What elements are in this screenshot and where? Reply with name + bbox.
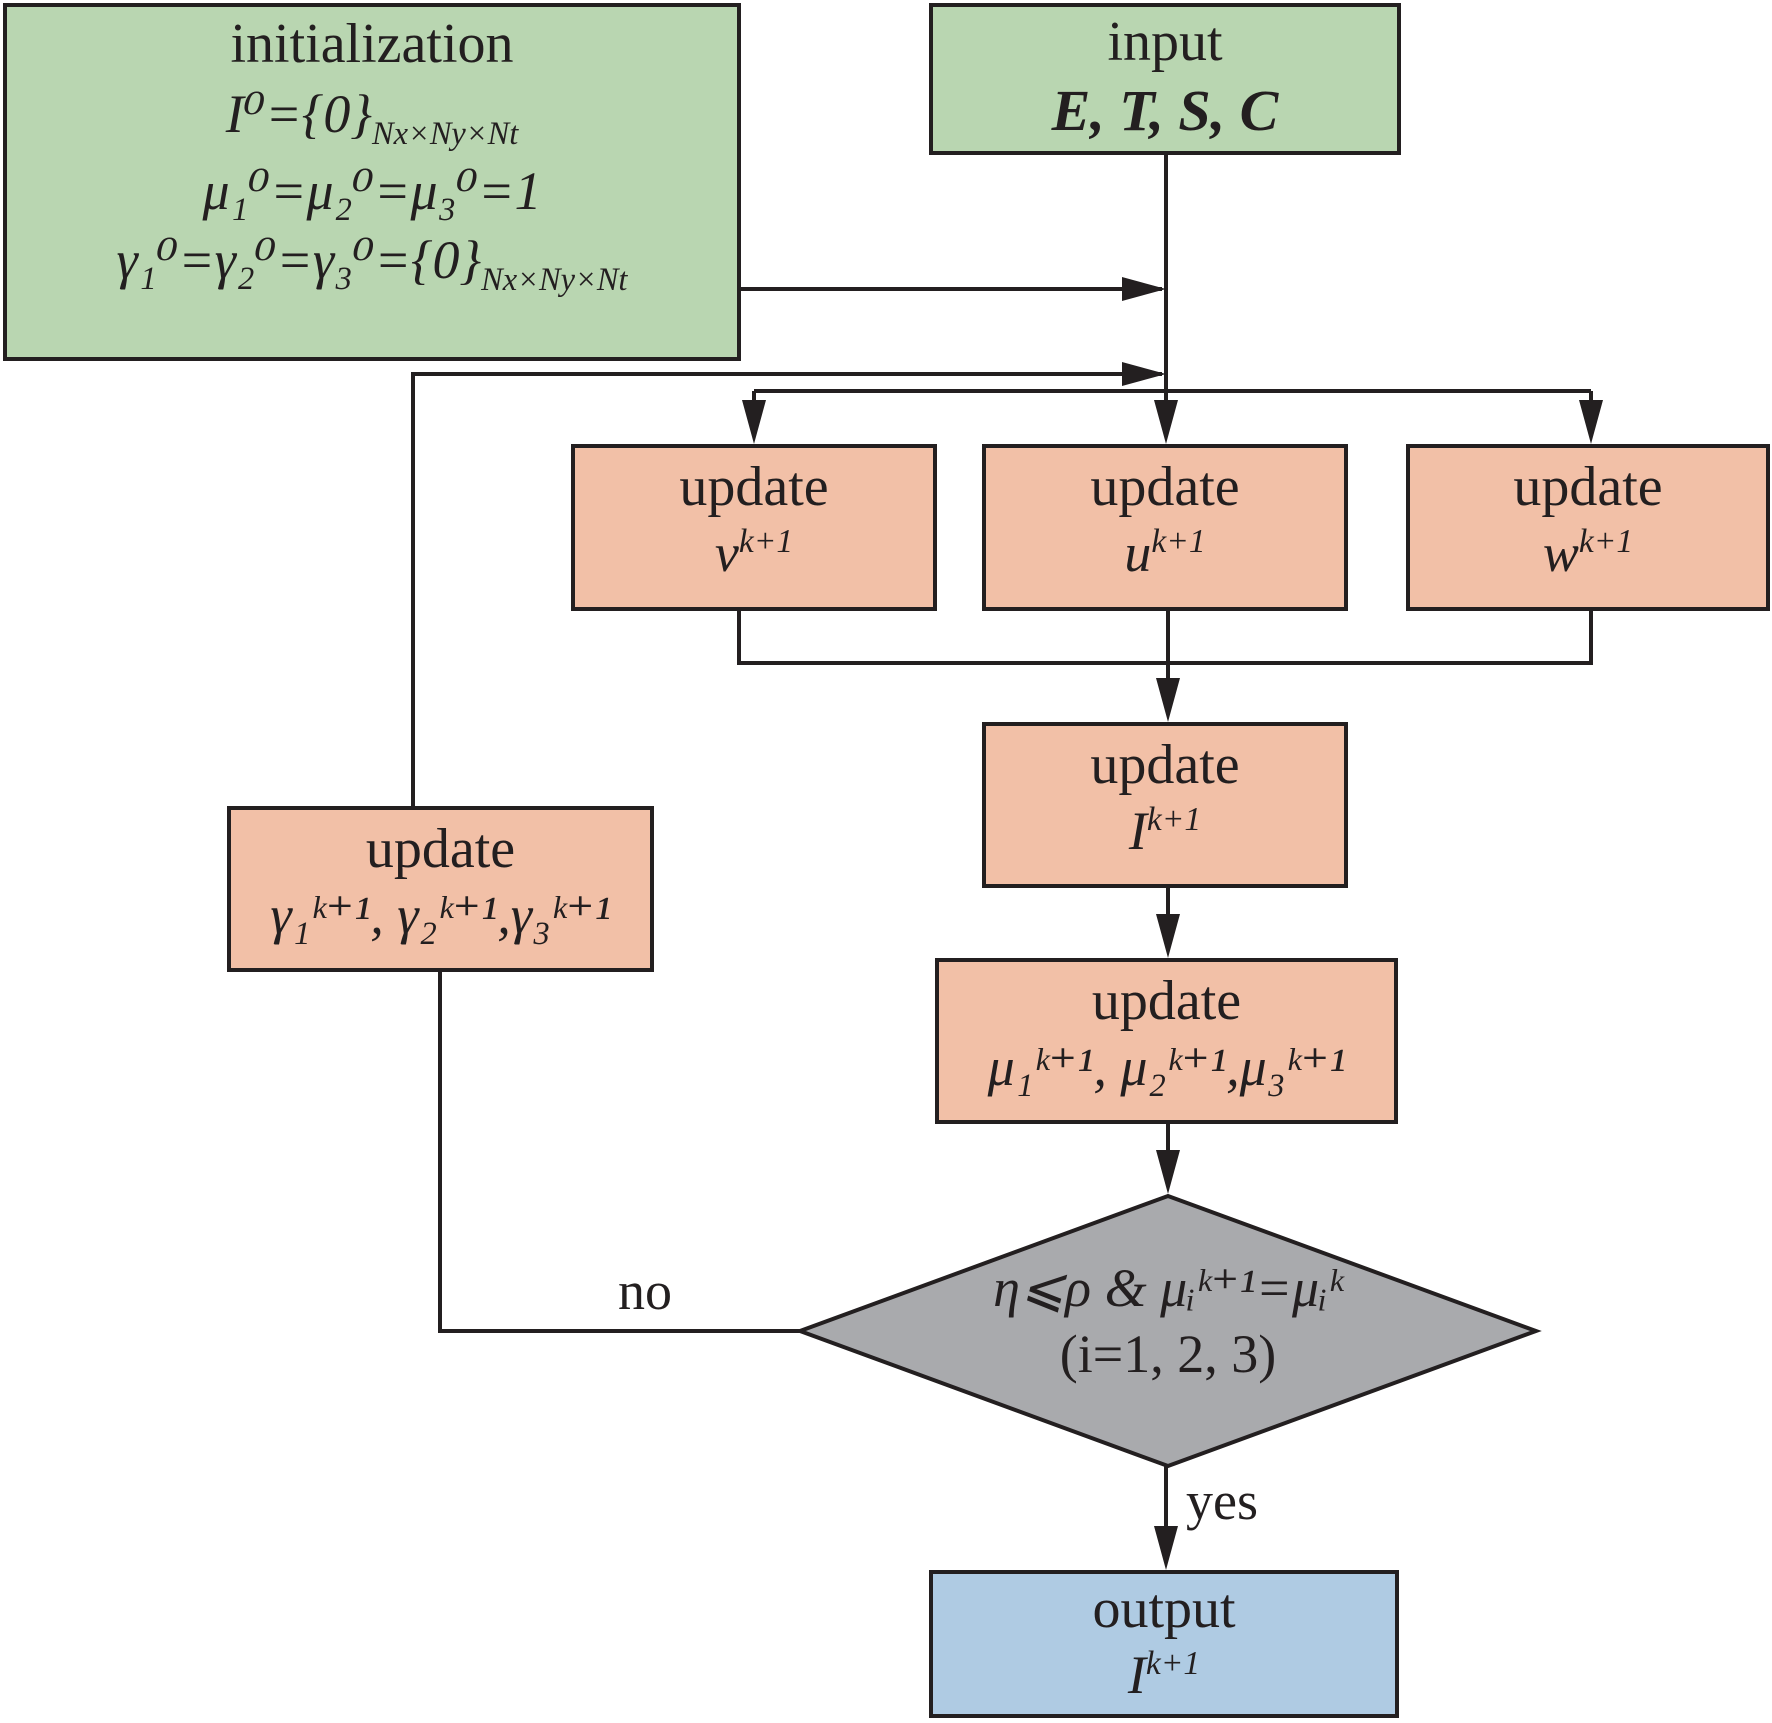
- update-I-box: update Ik+1: [982, 722, 1348, 888]
- output-symbol: I: [1127, 1645, 1146, 1706]
- init-eq-mu: μ₁⁰=μ₂⁰=μ₃⁰=1: [202, 160, 542, 221]
- update-v-symbol: v: [714, 523, 739, 584]
- init-eq-gamma-text: γ₁⁰=γ₂⁰=γ₃⁰={0}: [116, 230, 482, 291]
- update-w-box: update wk+1: [1406, 444, 1770, 611]
- update-I-symbol: I: [1128, 801, 1147, 862]
- output-sup: k+1: [1145, 1645, 1201, 1683]
- init-eq-gamma: γ₁⁰=γ₂⁰=γ₃⁰={0}Nx×Ny×Nt: [7, 228, 737, 300]
- output-box: output Ik+1: [929, 1570, 1399, 1718]
- no-label: no: [618, 1261, 672, 1321]
- u-arrowhead: [1154, 400, 1178, 444]
- output-var: Ik+1: [933, 1643, 1395, 1709]
- init-eq-i0-text: I⁰={0}: [225, 84, 372, 145]
- update-mu-title: update: [1091, 970, 1242, 1032]
- update-w-title: update: [1513, 456, 1663, 518]
- init-eq-i0: I⁰={0}Nx×Ny×Nt: [7, 82, 737, 154]
- update-I-var: Ik+1: [986, 799, 1344, 865]
- w-arrowhead: [1579, 400, 1603, 444]
- merge-v-line: [737, 611, 1593, 665]
- initialization-box: initialization I⁰={0}Nx×Ny×Nt μ₁⁰=μ₂⁰=μ₃…: [3, 3, 741, 361]
- decision-condition: η⩽ρ & μᵢᵏ⁺¹=μᵢᵏ: [993, 1258, 1343, 1318]
- input-box: input E, T, S, C: [929, 3, 1401, 155]
- init-eq-i0-sub: Nx×Ny×Nt: [371, 115, 519, 152]
- update-gamma-vars: γ₁ᵏ⁺¹, γ₂ᵏ⁺¹,γ₃ᵏ⁺¹: [270, 885, 611, 946]
- feedback-loop-line: [411, 372, 1162, 806]
- mu-arrowhead: [1156, 914, 1180, 958]
- init-eq-gamma-sub: Nx×Ny×Nt: [481, 262, 628, 299]
- update-u-title: update: [1090, 456, 1240, 518]
- decision-arrowhead: [1156, 1150, 1180, 1194]
- update-I-title: update: [1090, 734, 1240, 796]
- update-v-var: vk+1: [575, 521, 933, 587]
- no-path-line: [438, 972, 800, 1333]
- init-arrowhead: [1122, 277, 1166, 301]
- update-v-sup: k+1: [738, 523, 794, 561]
- I-arrowhead: [1156, 678, 1180, 722]
- update-mu-box: update μ₁ᵏ⁺¹, μ₂ᵏ⁺¹,μ₃ᵏ⁺¹: [935, 958, 1398, 1124]
- update-u-box: update uk+1: [982, 444, 1348, 611]
- update-v-box: update vk+1: [571, 444, 937, 611]
- update-gamma-title: update: [365, 818, 516, 880]
- output-arrowhead: [1154, 1526, 1178, 1570]
- update-mu-vars: μ₁ᵏ⁺¹, μ₂ᵏ⁺¹,μ₃ᵏ⁺¹: [987, 1037, 1346, 1098]
- update-w-sup: k+1: [1578, 523, 1634, 561]
- feedback-arrowhead: [1122, 362, 1166, 386]
- update-u-sup: k+1: [1151, 523, 1206, 561]
- decision-index: (i=1, 2, 3): [1059, 1323, 1277, 1384]
- update-I-sup: k+1: [1146, 801, 1202, 839]
- v-arrowhead: [742, 400, 766, 444]
- update-u-var: uk+1: [986, 521, 1344, 587]
- yes-label: yes: [1186, 1471, 1258, 1531]
- update-v-title: update: [679, 456, 829, 518]
- input-vars: E, T, S, C: [1051, 78, 1279, 144]
- update-w-symbol: w: [1542, 523, 1579, 584]
- update-w-var: wk+1: [1410, 521, 1766, 587]
- output-title: output: [1092, 1578, 1236, 1640]
- init-title: initialization: [230, 13, 514, 75]
- update-u-symbol: u: [1124, 523, 1152, 584]
- input-title: input: [1107, 11, 1223, 73]
- update-gamma-box: update γ₁ᵏ⁺¹, γ₂ᵏ⁺¹,γ₃ᵏ⁺¹: [227, 806, 654, 972]
- decision-text: η⩽ρ & μᵢᵏ⁺¹=μᵢᵏ (i=1, 2, 3): [880, 1256, 1456, 1388]
